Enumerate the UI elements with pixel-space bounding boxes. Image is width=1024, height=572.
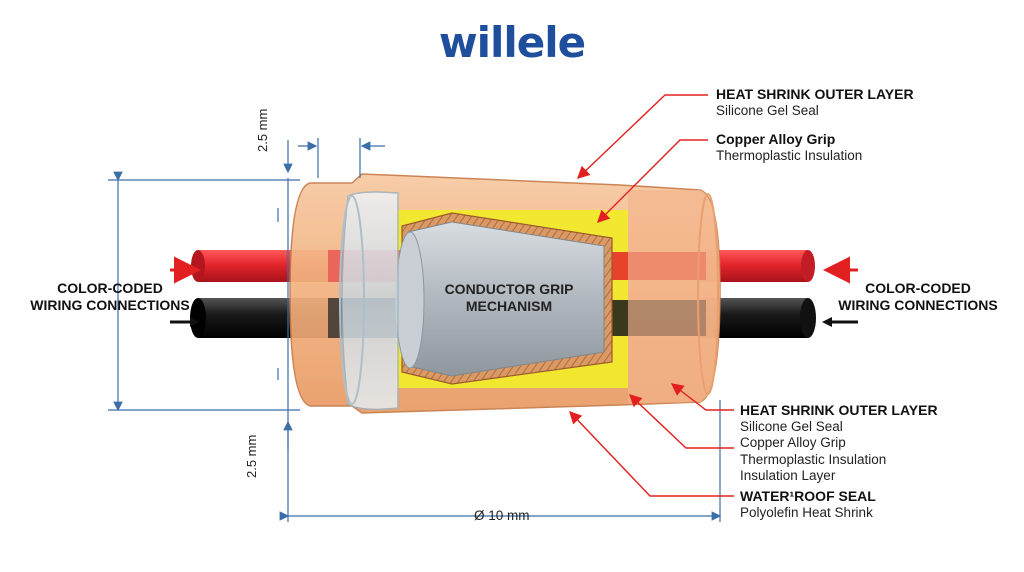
label-right-wiring: COLOR-CODED WIRING CONNECTIONS bbox=[826, 280, 1010, 314]
label-waterproof-title: WATER¹ROOF SEAL bbox=[740, 488, 876, 504]
brand-logo: willele bbox=[438, 18, 586, 67]
dimension-diameter: Ø 10 mm bbox=[474, 508, 530, 523]
red-wire-left-end bbox=[191, 250, 205, 282]
label-waterproof-sub: Polyolefin Heat Shrink bbox=[740, 504, 873, 520]
sleeve-right-face bbox=[697, 193, 719, 395]
wire-direction-arrows bbox=[170, 256, 858, 327]
label-left-wiring-line1: COLOR-CODED bbox=[57, 280, 163, 296]
label-bottom-line-3: Thermoplastic Insulation bbox=[740, 451, 887, 467]
label-top-outer-sub: Silicone Gel Seal bbox=[716, 102, 819, 118]
label-bottom-outer-layer: HEAT SHRINK OUTER LAYER Silicone Gel Sea… bbox=[740, 402, 938, 485]
label-left-wiring-line2: WIRING CONNECTIONS bbox=[30, 297, 190, 313]
clear-seal-ring bbox=[341, 191, 399, 411]
label-bottom-line-1: Silicone Gel Seal bbox=[740, 418, 843, 434]
dimension-lines bbox=[108, 138, 722, 522]
dimension-top-thickness: 2.5 mm bbox=[255, 108, 270, 152]
label-waterproof-seal: WATER¹ROOF SEAL Polyolefin Heat Shrink bbox=[740, 488, 876, 521]
label-bottom-outer-title: HEAT SHRINK OUTER LAYER bbox=[740, 402, 938, 418]
label-conductor-grip-line2: MECHANISM bbox=[465, 298, 553, 314]
label-left-wiring: COLOR-CODED WIRING CONNECTIONS bbox=[20, 280, 200, 314]
label-bottom-line-2: Copper Alloy Grip bbox=[740, 435, 846, 450]
label-top-outer-layer: HEAT SHRINK OUTER LAYER Silicone Gel Sea… bbox=[716, 86, 914, 119]
label-top-outer-title: HEAT SHRINK OUTER LAYER bbox=[716, 86, 914, 102]
label-right-wiring-line1: COLOR-CODED bbox=[865, 280, 971, 296]
label-conductor-grip: CONDUCTOR GRIP MECHANISM bbox=[424, 281, 594, 315]
label-top-grip: Copper Alloy Grip Thermoplastic Insulati… bbox=[716, 131, 862, 164]
label-conductor-grip-line1: CONDUCTOR GRIP bbox=[444, 281, 574, 297]
cone-mouth bbox=[395, 231, 425, 369]
sleeve-right-end bbox=[628, 190, 720, 404]
black-wire-left-end bbox=[190, 298, 206, 338]
label-top-grip-title: Copper Alloy Grip bbox=[716, 131, 836, 147]
red-wire-right-end bbox=[801, 250, 815, 282]
seal-ring-face bbox=[339, 195, 365, 405]
black-wire-right-end bbox=[800, 298, 816, 338]
label-right-wiring-line2: WIRING CONNECTIONS bbox=[838, 297, 998, 313]
pointer-lines bbox=[569, 94, 734, 497]
dimension-bottom-thickness: 2.5 mm bbox=[244, 434, 259, 478]
label-bottom-line-4: Insulation Layer bbox=[740, 468, 836, 483]
label-top-grip-sub: Thermoplastic Insulation bbox=[716, 147, 863, 163]
